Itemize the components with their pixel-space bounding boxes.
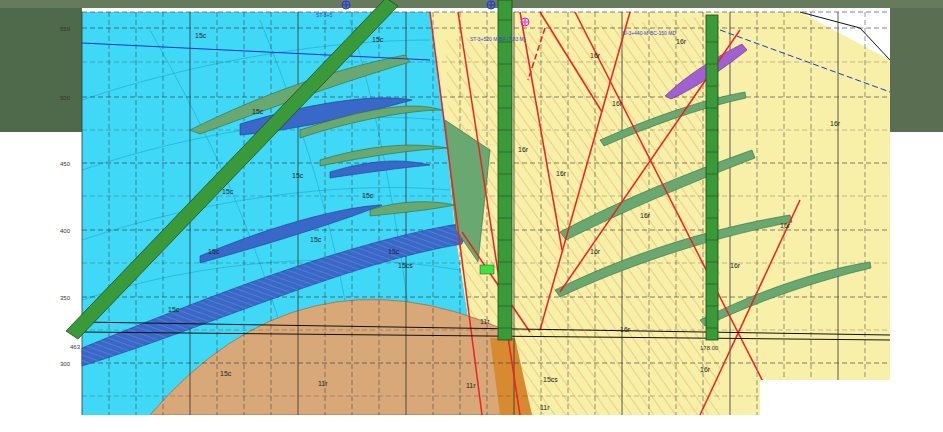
unit-label: 16r (830, 120, 840, 128)
unit-label: 15c (372, 36, 383, 44)
unit-label: 16r (590, 248, 600, 256)
borehole-label: ST-3+5 (316, 12, 332, 18)
borehole-label: SI-3+440-M-BC-150 MD (622, 30, 676, 36)
unit-label: 16r (730, 262, 740, 270)
photo-bg (890, 0, 943, 132)
unit-label: 16r (518, 146, 528, 154)
borehole-ticks (498, 20, 718, 328)
water-table (82, 30, 890, 92)
axis-value: 400 (60, 227, 70, 235)
axis-value: 300 (60, 360, 70, 368)
grid (82, 12, 865, 415)
unit-label: 11r (480, 318, 490, 326)
margin (760, 380, 890, 415)
unit-label: 16r (676, 38, 686, 46)
unit-label: 11r (318, 380, 328, 388)
survey-symbol (521, 18, 529, 26)
unit-label: 11r (466, 382, 476, 390)
unit-label: 16r (620, 326, 630, 334)
axis-value: 450 (60, 160, 70, 168)
unit-label: 11r (540, 404, 550, 412)
unit-label: 15cs (398, 262, 413, 270)
unit-label: 15c (222, 188, 233, 196)
borehole-label: ST-3+520 M-BA (7.83 M) (470, 36, 525, 42)
unit-label: 15c (292, 172, 303, 180)
grid (82, 28, 890, 396)
sample-box (480, 265, 494, 274)
unit-label: 15c (362, 192, 373, 200)
unit-label: 16r (590, 52, 600, 60)
fault (430, 12, 800, 415)
blue-lens (82, 98, 470, 366)
unit-11r-strip (490, 338, 532, 415)
axis-value: 350 (60, 294, 70, 302)
unit-label: 16r (780, 222, 790, 230)
unit-label: 15c (310, 236, 321, 244)
unit-label: 15c (195, 32, 206, 40)
axis-value: 178.00 (700, 344, 718, 352)
unit-label: 15c (252, 108, 263, 116)
unit-label: 15c (388, 248, 399, 256)
unit-label: 15c (220, 370, 231, 378)
axis-value: 463 (70, 343, 80, 351)
border (82, 12, 890, 13)
unit-label: 16r (612, 100, 622, 108)
axis-value: 500 (60, 94, 70, 102)
unit-label: 16r (640, 212, 650, 220)
axis-value: 550 (60, 25, 70, 33)
unit-label: 15cs (543, 376, 558, 384)
photo-bg (0, 0, 82, 132)
unit-label: 16r (556, 170, 566, 178)
borehole (66, 0, 718, 340)
blue-lens-hatch (82, 222, 470, 366)
margin (0, 415, 943, 432)
unit-label: 16r (700, 366, 710, 374)
ground-line (800, 12, 890, 60)
survey-symbol (342, 1, 495, 9)
unit-label: 15c (208, 248, 219, 256)
photo-bg (0, 0, 943, 8)
unit-label: 15c (168, 306, 179, 314)
